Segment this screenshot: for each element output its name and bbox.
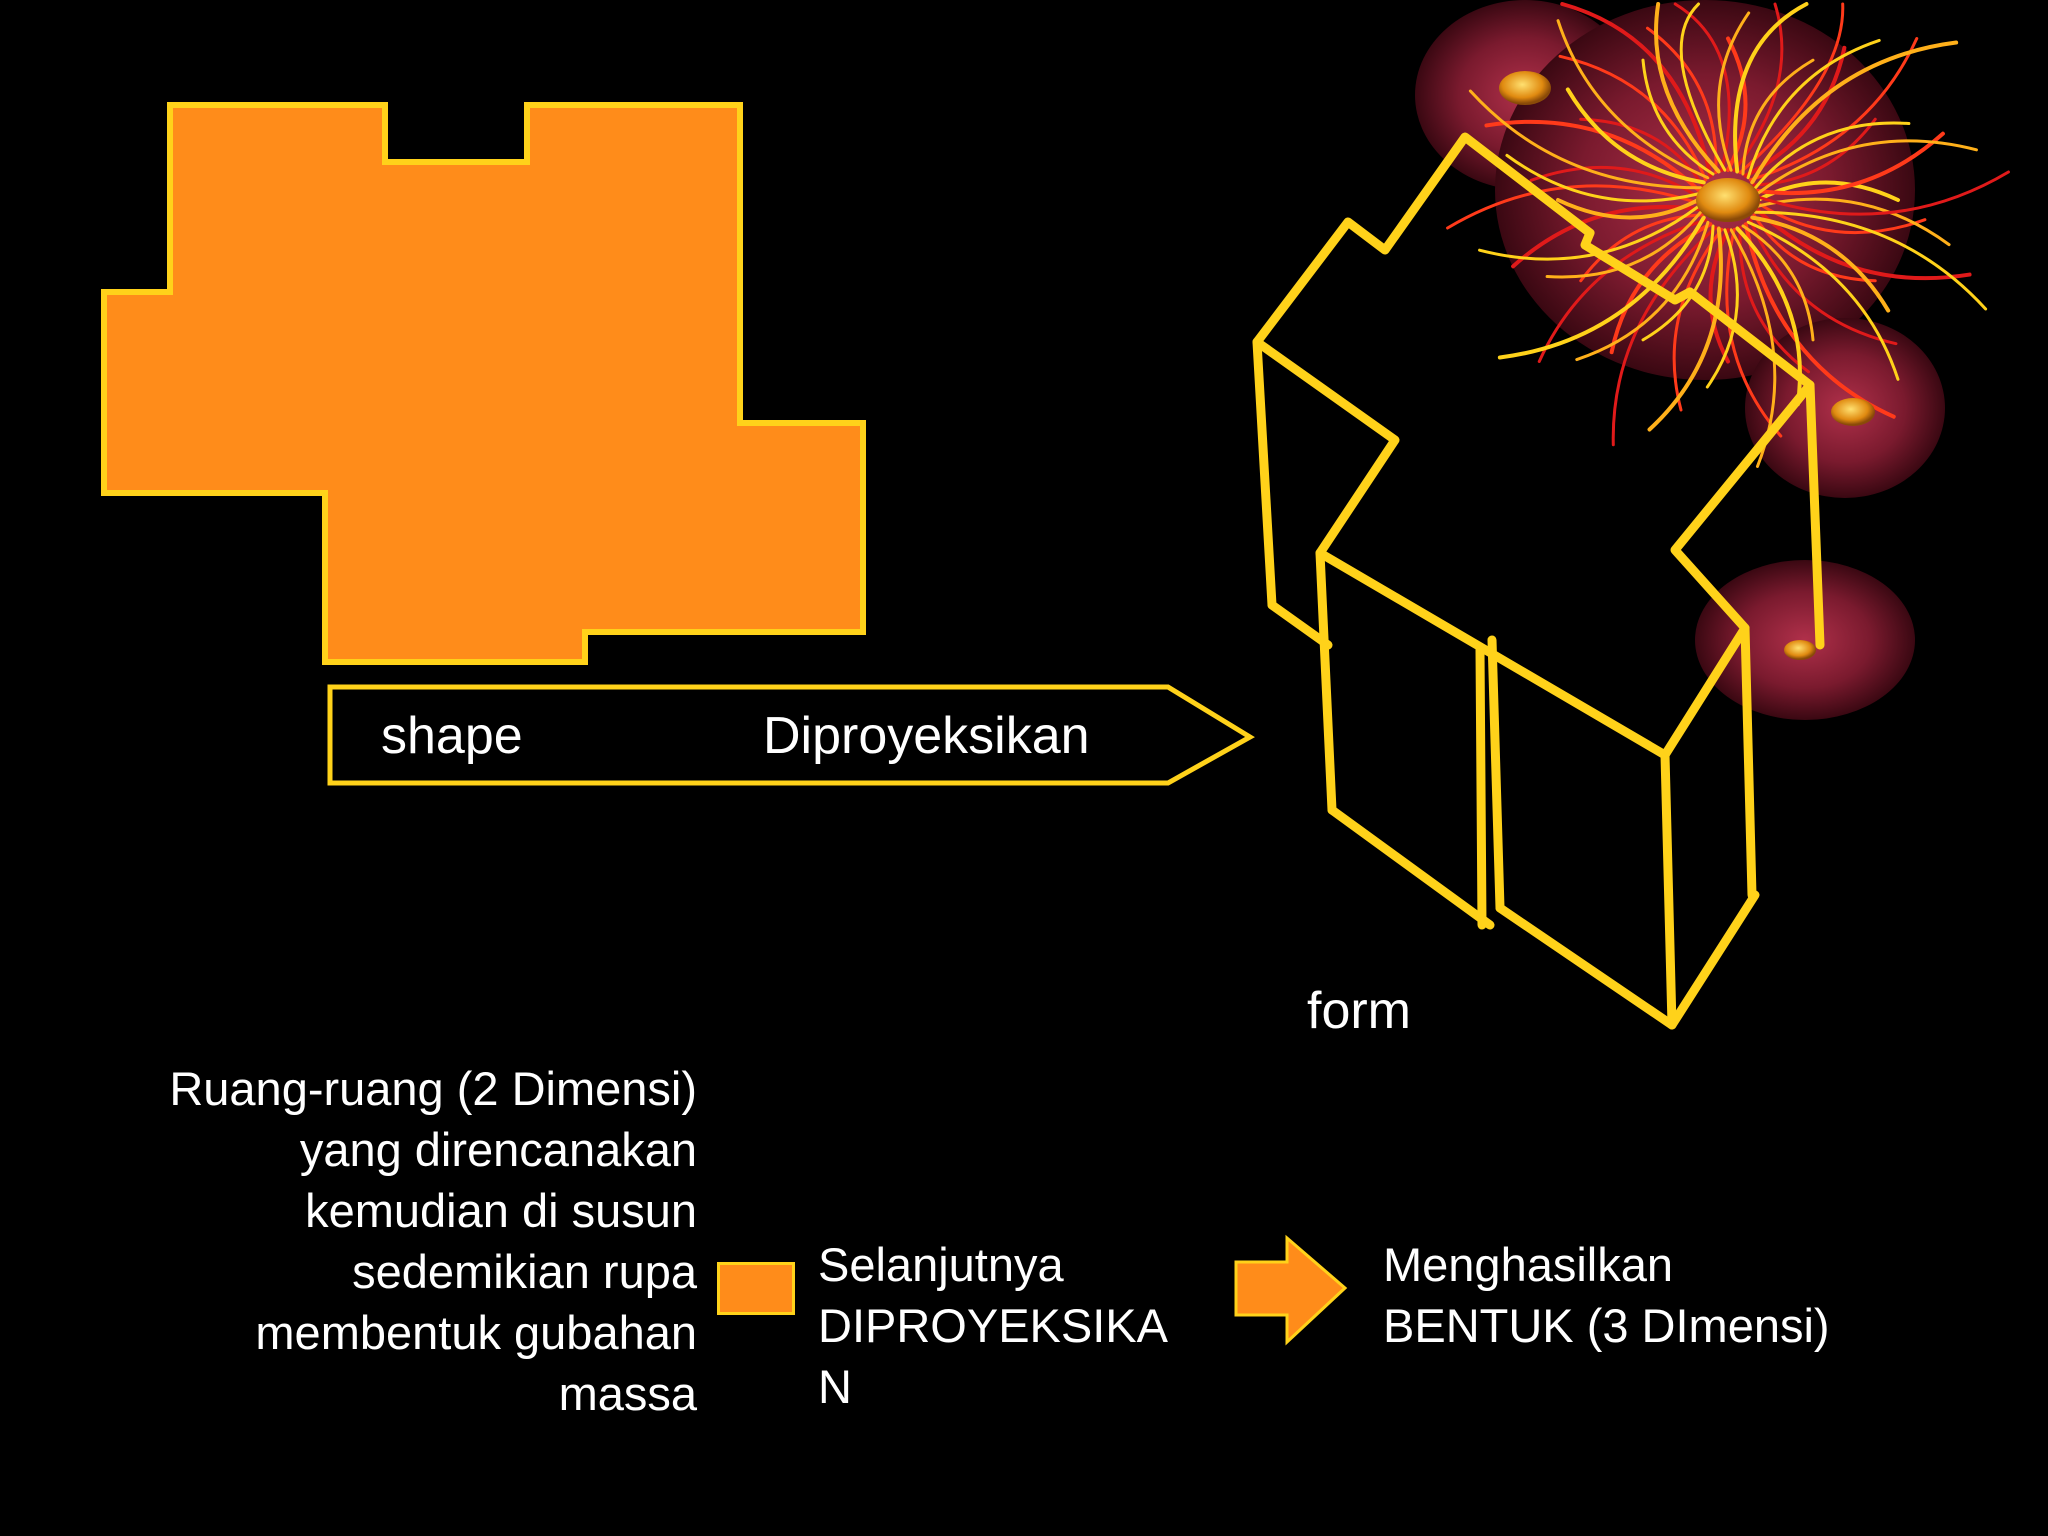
fireworks-icon [1415,0,2010,720]
firework-bulb [1499,71,1551,105]
firework-ray [1754,131,1945,195]
firework-ray [1641,58,1715,176]
firework-ray [1725,227,1783,438]
firework-ray [1505,153,1701,203]
caption-middle-line-3: N [818,1360,852,1413]
firework-ray [1647,226,1723,432]
firework-ray [1733,2,1809,174]
firework-ray [1753,121,1911,190]
firework-bulb [1784,640,1816,660]
firework-ray [1705,228,1739,389]
firework-ray [1741,224,1815,342]
firework-ray [1755,197,1951,247]
firework-ray [1753,210,1988,311]
firework-ray [1748,218,1898,346]
caption-left-text: Ruang-ruang (2 Dimensi) yang direncanaka… [169,1062,697,1420]
firework-ray [1717,11,1751,172]
firework-ray [1746,220,1900,381]
projection-arrow [327,684,1255,786]
firework-ray [1654,2,1721,174]
firework-orb [1695,560,1915,720]
caption-right-line-2: BENTUK (3 DImensi) [1383,1299,1830,1352]
caption-right-text: Menghasilkan BENTUK (3 DImensi) [1383,1234,1830,1356]
firework-bulb [1831,398,1875,426]
caption-middle-text: Selanjutnya DIPROYEKSIKA N [818,1234,1168,1417]
firework-ray [1511,205,1702,269]
firework-ray [1679,2,1727,172]
caption-middle-line-1: Selanjutnya [818,1238,1064,1291]
firework-ray [1565,87,1706,185]
caption-middle-line-2: DIPROYEKSIKA [818,1299,1168,1352]
firework-bulb [1696,178,1760,222]
firework-ray [1545,210,1703,279]
arrow-label: Diproyeksikan [763,707,1090,765]
firework-ray [1672,227,1724,412]
firework-ray [1738,2,1845,175]
firework-rays [1446,2,2010,468]
form-label: form [1307,982,1411,1040]
firework-ray [1556,198,1700,220]
firework-ray [1741,58,1815,176]
plan-shape [101,102,866,665]
form-wireframe [1252,132,1825,1030]
caption-right-line-1: Menghasilkan [1383,1238,1674,1291]
firework-ray [1750,40,1959,185]
firework-ray [1575,220,1710,362]
orange-block-icon [717,1262,795,1315]
firework-ray [1750,215,1891,313]
firework-ray [1556,19,1710,180]
firework-ray [1497,215,1706,360]
firework-ray [1756,170,2010,216]
firework-ray [1755,139,1978,196]
shape-label: shape [381,707,523,765]
firework-ray [1746,38,1881,180]
firework-ray [1468,89,1703,190]
firework-ray [1558,54,1708,182]
